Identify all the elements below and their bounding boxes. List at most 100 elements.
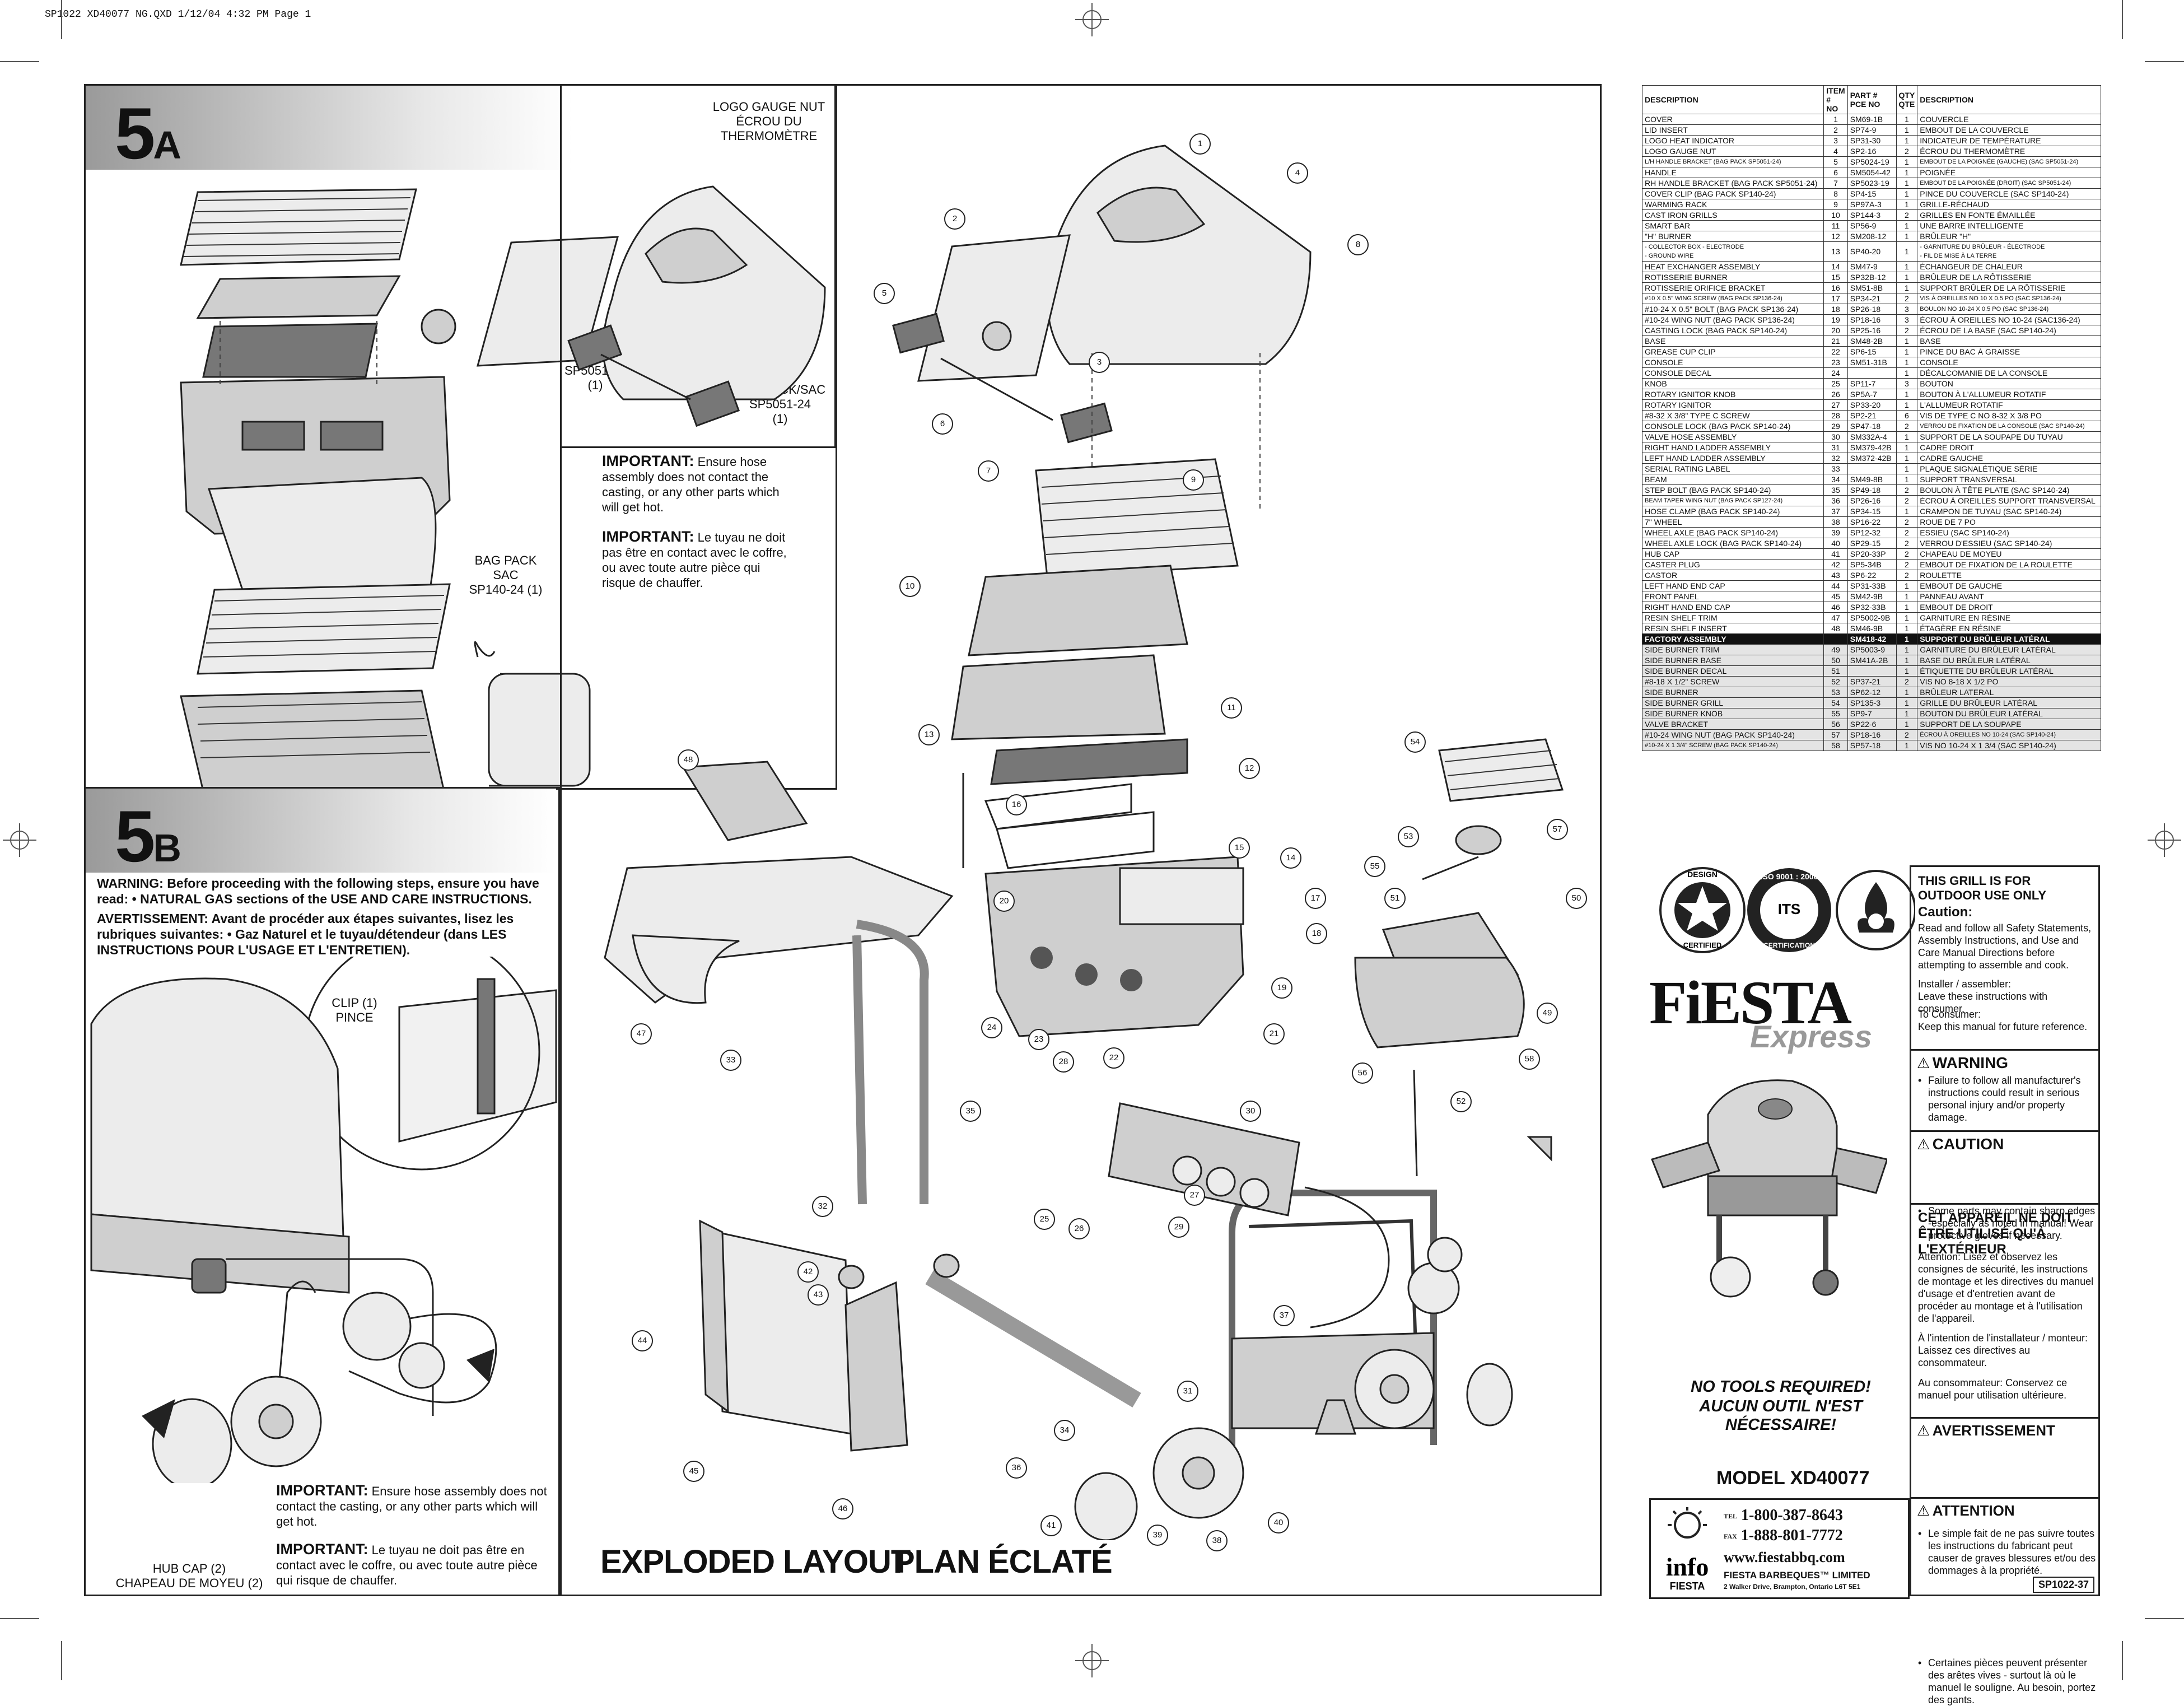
parts-part-no: SP26-16 [1847, 495, 1897, 506]
parts-part-no: SP40-20 [1847, 241, 1897, 262]
parts-desc-en: "H" BURNER [1641, 231, 1824, 242]
table-row: #10-24 X 1 3/4" SCREW (BAG PACK SP140-24… [1641, 740, 2101, 751]
parts-desc-fr: SUPPORT BRÛLER DE LA RÔTISSERIE [1917, 282, 2101, 293]
parts-qty: 1 [1896, 612, 1918, 623]
exploded-inner-border [834, 84, 836, 448]
parts-desc-fr: DÉCALCOMANIE DE LA CONSOLE [1917, 367, 2101, 379]
parts-part-no: SP31-33B [1847, 580, 1897, 591]
parts-part-no [1847, 463, 1897, 474]
parts-qty: 1 [1896, 719, 1918, 730]
parts-item-no: 48 [1823, 623, 1848, 634]
parts-part-no [1847, 367, 1897, 379]
tel-line: TEL 1-800-387-8643 [1724, 1507, 1843, 1524]
parts-qty: 1 [1896, 124, 1918, 136]
parts-desc-fr: EMBOUT DE LA POIGNÉE (GAUCHE) (SAC SP505… [1917, 156, 2101, 167]
parts-desc-fr: PLAQUE SIGNALÉTIQUE SÉRIE [1917, 463, 2101, 474]
parts-desc-en: SERIAL RATING LABEL [1641, 463, 1824, 474]
step-5b-band [86, 789, 556, 873]
callout-4: 4 [1287, 162, 1308, 184]
parts-desc-en: HANDLE [1641, 167, 1824, 178]
installer-title: Installer / assembler: [1918, 978, 2012, 990]
callout-50: 50 [1566, 888, 1587, 909]
parts-desc-en: L/H HANDLE BRACKET (BAG PACK SP5051-24) [1641, 156, 1824, 167]
contact-box: info FIESTA TEL 1-800-387-8643 FAX 1-888… [1649, 1498, 1910, 1599]
parts-part-no: SP20-33P [1847, 548, 1897, 560]
warning-head: ⚠ WARNING [1911, 1049, 2098, 1075]
callout-58: 58 [1519, 1048, 1540, 1070]
callout-54: 54 [1404, 731, 1426, 753]
fr-installer: À l'intention de l'installateur / monteu… [1918, 1332, 2088, 1368]
callout-6: 6 [932, 413, 953, 435]
fax-line: FAX 1-888-801-7772 [1724, 1527, 1843, 1544]
exploded-cast-iron-grills [951, 565, 1188, 785]
parts-desc-en: #10-24 WING NUT (BAG PACK SP140-24) [1641, 729, 1824, 740]
parts-item-no: 30 [1823, 431, 1848, 442]
parts-desc-en: ROTISSERIE BURNER [1641, 272, 1824, 283]
parts-qty: 1 [1896, 367, 1918, 379]
brand-name: FiESTA [1649, 968, 1852, 1037]
website[interactable]: www.fiestabbq.com [1724, 1549, 1845, 1565]
parts-part-no: SP9-7 [1847, 708, 1897, 719]
company-name: FIESTA BARBEQUES™ LIMITED [1724, 1570, 1870, 1581]
parts-qty: 1 [1896, 399, 1918, 411]
callout-46: 46 [832, 1498, 853, 1519]
parts-desc-fr: SUPPORT DE LA SOUPAPE [1917, 719, 2101, 730]
parts-part-no: SP74-9 [1847, 124, 1897, 136]
svg-text:FIESTA: FIESTA [1670, 1581, 1705, 1592]
parts-desc-en: SIDE BURNER KNOB [1641, 708, 1824, 719]
parts-desc-en: FRONT PANEL [1641, 591, 1824, 602]
parts-part-no: SM46-9B [1847, 623, 1897, 634]
parts-desc-fr: SUPPORT DU BRÛLEUR LATÉRAL [1917, 633, 2101, 645]
parts-desc-en: KNOB [1641, 378, 1824, 389]
parts-qty: 3 [1896, 378, 1918, 389]
parts-desc-fr: VERROU D'ESSIEU (SAC SP140-24) [1917, 538, 2101, 549]
parts-item-no: 14 [1823, 261, 1848, 272]
parts-item-no: 35 [1823, 484, 1848, 496]
parts-item-no: 11 [1823, 220, 1848, 231]
parts-qty: 1 [1896, 591, 1918, 602]
parts-table-header: DESCRIPTION ITEM # NO PART # PCE NO QTY … [1641, 85, 2101, 114]
parts-part-no: SM51-31B [1847, 357, 1897, 368]
parts-desc-en: COVER CLIP (BAG PACK SP140-24) [1641, 188, 1824, 199]
parts-desc-fr: CRAMPON DE TUYAU (SAC SP140-24) [1917, 506, 2101, 517]
parts-item-no: 28 [1823, 410, 1848, 421]
exploded-layout-panel [560, 84, 1602, 1596]
parts-desc-fr: CADRE GAUCHE [1917, 453, 2101, 464]
parts-desc-en: 7" WHEEL [1641, 516, 1824, 528]
parts-qty: 1 [1896, 220, 1918, 231]
parts-part-no: SP37-21 [1847, 676, 1897, 687]
parts-part-no: SP144-3 [1847, 209, 1897, 221]
parts-desc-en: STEP BOLT (BAG PACK SP140-24) [1641, 484, 1824, 496]
parts-part-no: SM332A-4 [1847, 431, 1897, 442]
parts-qty: 1 [1896, 282, 1918, 293]
parts-desc-fr: ÉCHANGEUR DE CHALEUR [1917, 261, 2101, 272]
parts-qty: 6 [1896, 410, 1918, 421]
parts-item-no: 6 [1823, 167, 1848, 178]
parts-desc-en: LOGO HEAT INDICATOR [1641, 135, 1824, 146]
parts-desc-en: LOGO GAUGE NUT [1641, 146, 1824, 157]
parts-desc-fr: GRILLES EN FONTE ÉMAILLÉE [1917, 209, 2101, 221]
exploded-burner [962, 773, 1155, 869]
parts-item-no: 43 [1823, 570, 1848, 581]
exploded-inner-border-h [560, 446, 836, 448]
callout-11: 11 [1221, 697, 1242, 719]
parts-qty: 2 [1896, 516, 1918, 528]
caution-text: Read and follow all Safety Statements, A… [1918, 922, 2092, 971]
outdoor-title: THIS GRILL IS FOR OUTDOOR USE ONLY [1918, 874, 2046, 902]
parts-item-no: 5 [1823, 156, 1848, 167]
